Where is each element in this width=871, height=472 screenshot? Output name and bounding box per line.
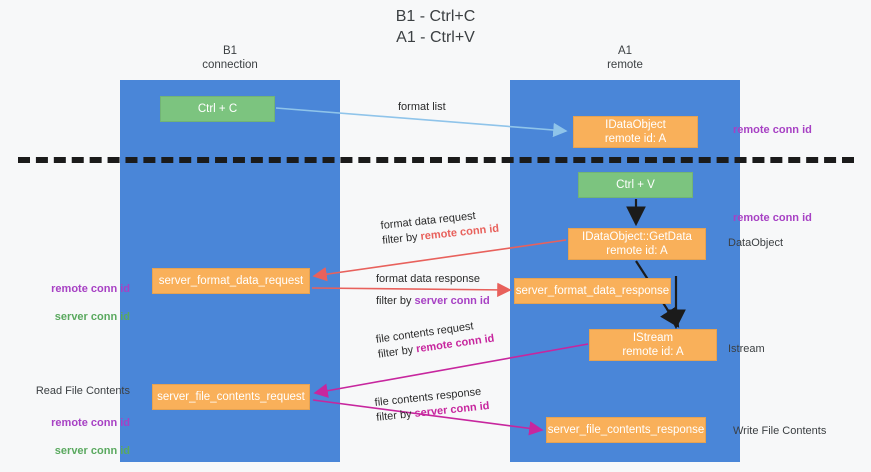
phase-divider [18,157,854,163]
diagram-title: B1 - Ctrl+C A1 - Ctrl+V [395,8,476,46]
annotation-left-conn-ids: remote conn id server conn id [22,268,130,338]
edge-label-line1: format data response [376,273,480,285]
filter-prefix: filter by [376,295,415,307]
column-header-a1: A1 remote [607,45,643,71]
annotation-left-read-file-contents: Read File Contents [35,385,130,397]
edge-label-file-contents-request: file contents request filter by remote c… [375,317,495,363]
annotation-right-dataobject: DataObject [728,237,784,249]
annotation-right-remote-conn-id-mid: remote conn id [733,212,812,224]
annotation-left-remote-conn-id-2: remote conn id [51,417,130,429]
annotation-right-remote-conn-id-top: remote conn id [733,124,812,136]
annotation-right-write-file-contents: Write File Contents [733,425,827,437]
annotation-left-remote-conn-id: remote conn id [51,283,130,295]
edge-label-format-data-request: format data request filter by remote con… [380,207,500,249]
node-server-file-contents-response[interactable]: server_file_contents_response [546,417,706,443]
filter-prefix: filter by [375,407,416,424]
node-server-file-contents-request[interactable]: server_file_contents_request [152,384,310,410]
node-server-format-data-response[interactable]: server_format_data_response [514,278,671,304]
filter-prefix: filter by [381,230,422,247]
node-idataobject-getdata[interactable]: IDataObject::GetData remote id: A [568,228,706,260]
annotation-right-istream: Istream [728,343,765,355]
edge-label-file-contents-response: file contents response filter by server … [374,384,490,426]
filter-prefix: filter by [377,343,418,361]
edge-label-line2: filter by server conn id [376,294,490,309]
edge-label-format-list: format list [398,101,446,113]
node-idataobject[interactable]: IDataObject remote id: A [573,116,698,148]
node-istream[interactable]: IStream remote id: A [589,329,717,361]
edge-label-format-data-response: format data response filter by server co… [376,272,490,309]
filter-key-server-conn-id: server conn id [414,295,490,307]
node-server-format-data-request[interactable]: server_format_data_request [152,268,310,294]
annotation-left-conn-ids-2: remote conn id server conn id [22,402,130,472]
annotation-left-server-conn-id-2: server conn id [54,445,130,457]
annotation-left-server-conn-id: server conn id [54,311,130,323]
node-ctrl-c[interactable]: Ctrl + C [160,96,275,122]
node-ctrl-v[interactable]: Ctrl + V [578,172,693,198]
column-header-b1: B1 connection [202,45,258,71]
